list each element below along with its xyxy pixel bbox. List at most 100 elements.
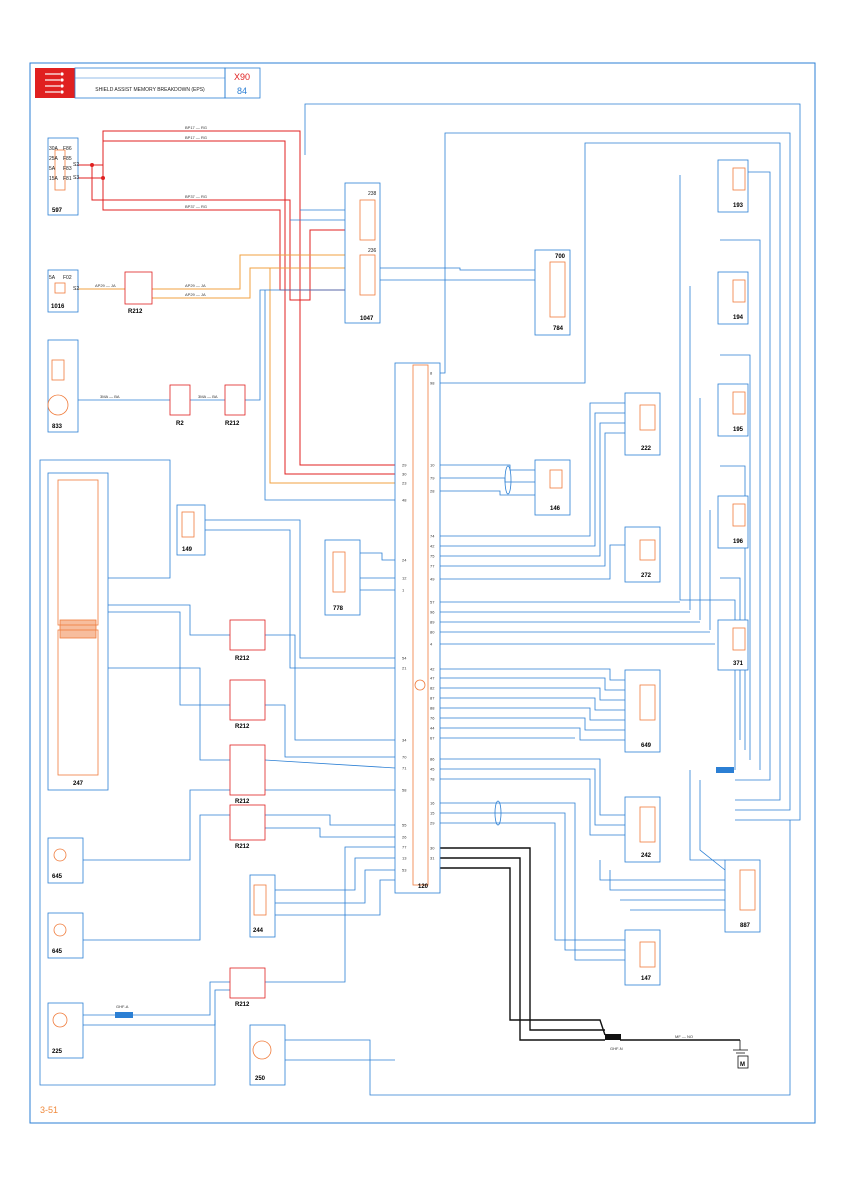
label-196: 196	[733, 539, 744, 545]
fuse-id-597-2: F85	[63, 156, 72, 162]
diagram-title: SHIELD ASSIST MEMORY BREAKDOWN (EPS)	[95, 87, 205, 93]
switched-wires	[78, 254, 395, 484]
label-778: 778	[333, 606, 344, 612]
component-887	[724, 859, 761, 933]
ecu-left-pin: 55	[402, 823, 407, 828]
connector-r212-g	[229, 967, 266, 999]
ecu-right-pin: 45	[430, 767, 435, 772]
fuse-597-3: 5A	[49, 166, 56, 172]
ecu-left-pin: 53	[402, 868, 407, 873]
page-number: 3-51	[40, 1105, 58, 1115]
label-700: 700	[555, 254, 566, 260]
component-1047	[344, 182, 381, 324]
ecu-right-pin: 80	[430, 630, 435, 635]
ecu-left-pin: 58	[402, 788, 407, 793]
component-833	[47, 339, 79, 433]
pin-1016-s2: S2	[73, 286, 79, 292]
connector-r212-d	[229, 679, 266, 721]
component-120	[394, 362, 441, 894]
fuse-id-597-4: F81	[63, 176, 72, 182]
connector-r2	[169, 384, 191, 416]
ground-symbol-m	[733, 1040, 749, 1069]
ecu-right-pin: 88	[430, 706, 435, 711]
ecu-right-pin: 42	[430, 667, 435, 672]
splice-right	[716, 767, 734, 773]
component-645a	[47, 837, 84, 884]
connector-r212-c	[229, 619, 266, 651]
component-193	[717, 159, 749, 213]
component-225	[47, 1002, 84, 1059]
label-244: 244	[253, 928, 264, 934]
component-649	[624, 669, 661, 753]
ecu-right-pin: 30	[430, 846, 435, 851]
ecu-left-pin: 29	[402, 463, 407, 468]
ecu-left-pin: 1	[402, 588, 405, 593]
label-371: 371	[733, 661, 744, 667]
label-m: M	[740, 1062, 745, 1068]
label-r212b: R212	[225, 421, 240, 427]
label-645b: 645	[52, 949, 63, 955]
ecu-right-pin: 74	[430, 534, 435, 539]
ecu-left-pin: 26	[402, 835, 407, 840]
ecu-left-pin: 24	[402, 558, 407, 563]
component-250	[249, 1024, 286, 1086]
ecu-right-pin: 49	[430, 577, 435, 582]
fuse-id-597-3: F83	[63, 166, 72, 172]
component-222	[624, 392, 661, 456]
page-code: 84	[237, 86, 247, 96]
page-frame	[29, 62, 816, 1124]
component-194	[717, 271, 749, 325]
label-193: 193	[733, 203, 744, 209]
ecu-right-pin: 76	[430, 716, 435, 721]
ecu-pin-labels: 2930234824121542134707158552677135389810…	[402, 371, 435, 873]
title-block: SHIELD ASSIST MEMORY BREAKDOWN (EPS) X90…	[35, 67, 261, 99]
ecu-right-pin: 82	[430, 686, 435, 691]
ecu-left-pin: 30	[402, 472, 407, 477]
ecu-right-pin: 31	[430, 856, 435, 861]
ecu-left-pin: 34	[402, 738, 407, 743]
ecu-right-pin: 98	[430, 381, 435, 386]
label-597: 597	[52, 208, 63, 214]
wire-ap29b: AP29 — JA	[185, 283, 206, 288]
ground-wires	[440, 847, 740, 1041]
ecu-right-pin: 16	[430, 801, 435, 806]
label-250: 250	[255, 1076, 266, 1082]
component-645b	[47, 912, 84, 959]
ecu-left-pin: 23	[402, 481, 407, 486]
component-242	[624, 796, 661, 863]
label-833: 833	[52, 424, 63, 430]
ground-splice	[605, 1034, 621, 1040]
fuse-597-2: 25A	[49, 156, 59, 162]
ecu-right-pin: 89	[430, 620, 435, 625]
ecu-right-pin: 75	[430, 554, 435, 559]
ecu-right-pin: 87	[430, 696, 435, 701]
ecu-left-pin: 12	[402, 576, 407, 581]
label-887: 887	[740, 923, 751, 929]
component-784	[534, 249, 571, 336]
fuse-1016: 5A	[49, 275, 56, 281]
ecu-left-pin: 13	[402, 856, 407, 861]
wire-label-group: BP17 — RG BP17 — RG BP37 — RG BP37 — RG …	[95, 125, 693, 1039]
ecu-right-pin: 96	[430, 610, 435, 615]
wire-bp17b: BP17 — RG	[185, 135, 207, 140]
label-146: 146	[550, 506, 561, 512]
ecu-right-pin: 15	[430, 811, 435, 816]
label-247: 247	[73, 781, 84, 787]
wire-ap29c: AP29 — JA	[185, 292, 206, 297]
label-r212f: R212	[235, 844, 250, 850]
label-272: 272	[641, 573, 652, 579]
component-1016	[47, 269, 79, 313]
label-645a: 645	[52, 874, 63, 880]
ecu-left-pin: 70	[402, 755, 407, 760]
connector-r212-f	[229, 804, 266, 841]
ecu-right-pin: 4	[430, 642, 433, 647]
label-195: 195	[733, 427, 744, 433]
component-244	[249, 874, 276, 938]
ecu-right-pin: 86	[430, 757, 435, 762]
label-1016: 1016	[51, 304, 65, 310]
label-r212c: R212	[235, 656, 250, 662]
ecu-right-pin: 67	[430, 736, 435, 741]
ecu-right-pin: 44	[430, 726, 435, 731]
pin-597-s2: S2	[73, 162, 79, 168]
component-597	[47, 137, 79, 216]
